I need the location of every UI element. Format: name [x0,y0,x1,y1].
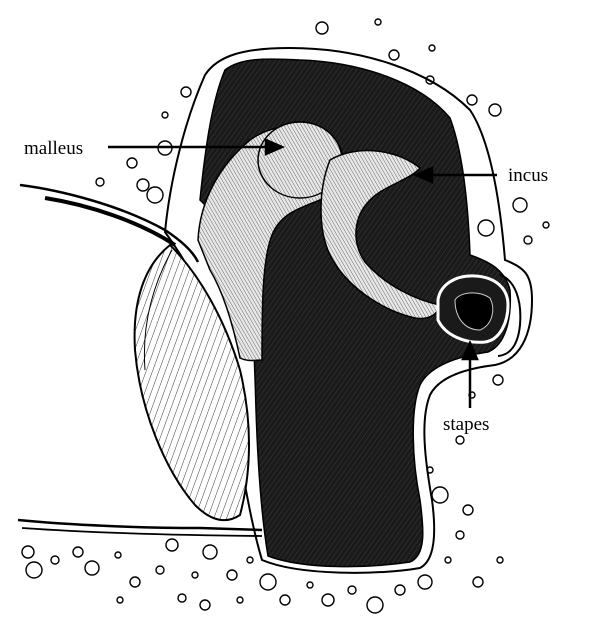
malleus-label: malleus [24,139,83,158]
incus-label: incus [508,166,548,185]
stapes-label: stapes [443,415,489,434]
stapes-arrow [463,343,477,408]
